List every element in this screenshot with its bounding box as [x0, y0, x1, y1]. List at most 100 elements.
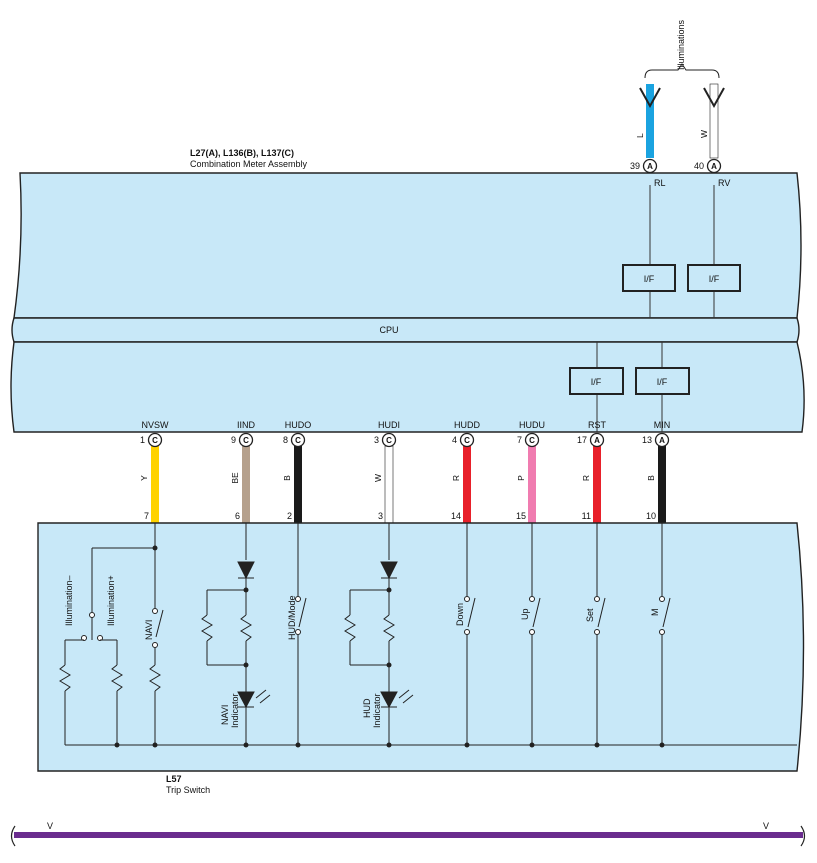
- wire-iind-body: [242, 446, 250, 523]
- connector-c-pin-1: [147, 432, 163, 448]
- meter-panel-lower: [10, 341, 805, 433]
- illuminations-brace: [644, 63, 720, 79]
- connector-c-pin-7: [524, 432, 540, 448]
- meter-signal-hudi: HUDI: [378, 420, 400, 430]
- wire-color-code: BE: [230, 472, 240, 484]
- connector-c-pin-4: [459, 432, 475, 448]
- top-wire-w-code: W: [699, 130, 709, 138]
- wire-hudi: HUDIC3W3TAIL: [373, 420, 411, 538]
- meter-signal-nvsw: NVSW: [142, 420, 170, 430]
- v-bus-left-label: V: [47, 821, 53, 831]
- svg-text:I/F: I/F: [657, 377, 668, 387]
- connector-letter: C: [295, 436, 301, 445]
- switch-pin-14: 14: [451, 511, 461, 521]
- switch-pin-10: 10: [646, 511, 656, 521]
- wire-color-code: B: [282, 475, 292, 481]
- top-pin-39: 39: [630, 161, 640, 171]
- switch-internals: [59, 523, 797, 746]
- wire-hudi-body: [384, 445, 394, 524]
- svg-text:I/F: I/F: [644, 274, 655, 284]
- wire-color-code: B: [646, 475, 656, 481]
- switch-pin-7: 7: [144, 511, 149, 521]
- if-box-rst: I/F: [569, 367, 624, 395]
- meter-pin-17: 17: [577, 435, 587, 445]
- label-navi-indicator-1: NAVI: [220, 705, 230, 725]
- svg-text:I/F: I/F: [709, 274, 720, 284]
- cpu-label: CPU: [379, 325, 398, 335]
- wire-color-code: Y: [139, 475, 149, 481]
- switch-pin-6: 6: [235, 511, 240, 521]
- meter-signal-hudo: HUDO: [285, 420, 312, 430]
- connector-a-pin-17: [589, 432, 605, 448]
- wire-hudd-body: [463, 446, 471, 523]
- meter-connector-ref: L27(A), L136(B), L137(C): [190, 148, 294, 158]
- label-hud-indicator-1: HUD: [362, 698, 372, 718]
- top-wire-w: W A 40 RV: [694, 83, 730, 188]
- meter-pin-8: 8: [283, 435, 288, 445]
- wire-rst-body: [593, 446, 601, 523]
- meter-signal-min: MIN: [654, 420, 671, 430]
- wire-color-code: R: [451, 475, 461, 481]
- switch-name: Trip Switch: [166, 785, 210, 795]
- ground-junctions: [114, 545, 665, 748]
- meter-signal-hudd: HUDD: [454, 420, 480, 430]
- label-hud-indicator-2: Indicator: [372, 693, 382, 728]
- wire-hudu-body: [528, 446, 536, 523]
- connector-letter: C: [386, 436, 392, 445]
- connector-letter: C: [464, 436, 470, 445]
- wire-min-body: [658, 446, 666, 523]
- connector-letter: A: [659, 436, 665, 445]
- connecting-wires: NVSWC1Y7NVMIINDC9BE6NVIHUDOC8B2CHHUDIC3W…: [139, 420, 683, 538]
- if-box-rv: I/F: [687, 264, 741, 292]
- wire-hudd: HUDDC4R14HDD: [451, 420, 491, 538]
- if-box-rl: I/F: [622, 264, 676, 292]
- wire-nvsw-body: [151, 446, 159, 523]
- switch-pin-2: 2: [287, 511, 292, 521]
- meter-pin-9: 9: [231, 435, 236, 445]
- label-illum-plus: Illumination+: [106, 575, 116, 626]
- label-set: Set: [585, 608, 595, 622]
- top-pin-39-connector: [642, 158, 658, 174]
- label-m: M: [650, 609, 660, 617]
- meter-pin-1: 1: [140, 435, 145, 445]
- label-hud-mode: HUD/Mode: [287, 595, 297, 640]
- if-box-min: I/F: [635, 367, 690, 395]
- v-bus: V V: [10, 821, 806, 847]
- wire-iind: IINDC9BE6NVI: [230, 420, 265, 538]
- connector-c-pin-8: [290, 432, 306, 448]
- switch-pin-15: 15: [516, 511, 526, 521]
- top-wire-l: L A 39 RL: [630, 84, 666, 188]
- label-up: Up: [520, 608, 530, 620]
- wire-color-code: W: [373, 474, 383, 482]
- wire-hudu: HUDUC7P15HDU: [516, 420, 556, 538]
- wire-hudo-body: [294, 446, 302, 523]
- wire-rst: RSTA17R11RST: [577, 420, 620, 538]
- meter-signal-hudu: HUDU: [519, 420, 545, 430]
- meter-pin-4: 4: [452, 435, 457, 445]
- cpu-band: [11, 317, 800, 343]
- meter-pin-13: 13: [642, 435, 652, 445]
- connector-letter: C: [243, 436, 249, 445]
- wire-nvsw: NVSWC1Y7NVM: [139, 420, 179, 538]
- top-signal-rv: RV: [718, 178, 730, 188]
- svg-text:A: A: [711, 162, 717, 171]
- label-illum-minus: Illumination–: [64, 575, 74, 626]
- svg-text:A: A: [647, 162, 653, 171]
- switch-ref: L57: [166, 774, 182, 784]
- meter-name: Combination Meter Assembly: [190, 159, 308, 169]
- connector-c-pin-3: [381, 432, 397, 448]
- meter-pin-3: 3: [374, 435, 379, 445]
- wire-color-code: P: [516, 475, 526, 481]
- meter-pin-7: 7: [517, 435, 522, 445]
- connector-letter: C: [152, 436, 158, 445]
- illuminations-label: Illuminations: [676, 19, 686, 70]
- meter-signal-rst: RST: [588, 420, 607, 430]
- connector-letter: C: [529, 436, 535, 445]
- label-navi-indicator-2: Indicator: [230, 693, 240, 728]
- switch-pin-3: 3: [378, 511, 383, 521]
- connector-a-pin-13: [654, 432, 670, 448]
- wire-hudo: HUDOC8B2CH: [282, 420, 315, 538]
- top-signal-rl: RL: [654, 178, 666, 188]
- switch-pin-11: 11: [582, 511, 591, 521]
